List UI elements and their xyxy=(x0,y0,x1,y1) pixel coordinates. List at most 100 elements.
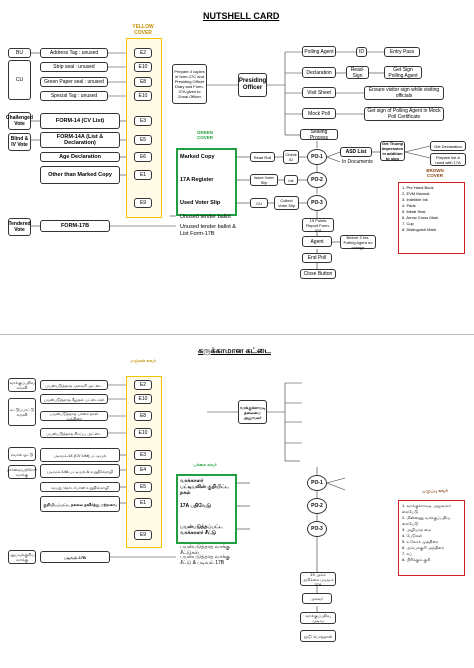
close-button-box: Close Button xyxy=(300,269,336,279)
code-e3: E3 xyxy=(134,116,152,126)
form-37a-report-ta: 19 அம்ச அறிக்கை படிவம் 37A xyxy=(300,572,336,587)
marked-copy-ta: வாக்காளர் பட்டியலின் குறியிட்ட நகல் xyxy=(180,478,230,496)
used-voter-slip-ta: பயன்படுத்தப்பட்ட வாக்காளர் சீட்டு xyxy=(180,524,223,536)
agent-box: Agent xyxy=(302,236,332,247)
po-1: PO-1 xyxy=(307,149,327,165)
list-item: 6. Arrow Cross Mark xyxy=(402,215,439,220)
list-item: 8. பிரிக்கும் குறி xyxy=(402,557,431,562)
strip-seal-unused-ta: பயன்படுத்தாத சீலுதல் பட்டைகள் xyxy=(40,394,108,404)
visit-sheet: Visit Sheet xyxy=(302,87,336,98)
unused-tender-ballot: Unused tender ballot xyxy=(180,214,231,220)
list-item: 4. பேடுகள் xyxy=(402,533,423,538)
list-item: 6. அம்புக்குறி முத்திரை xyxy=(402,545,444,550)
list-item: 3. Indelible Ink xyxy=(402,197,428,202)
green-paper-seal-unused: Green Paper seal : unused xyxy=(40,77,108,87)
form-14-ta: படிவம்-14 (CV List) பட்டியல் xyxy=(40,448,120,462)
section-divider xyxy=(0,334,474,335)
age-declaration: Age Declaration xyxy=(40,152,120,162)
close-button-box-ta: மூடு பொத்தான் xyxy=(300,630,336,642)
code-e9-ta: E9 xyxy=(134,530,152,540)
list-item: 1. வாக்குச்சாவடி அலுவலர் கையேடு xyxy=(402,503,451,514)
list-item: 7. கப் xyxy=(402,551,412,556)
bu-label: BU xyxy=(8,48,31,58)
unused-tender-ballot-list-ta: பயன்படுத்தாத வாக்கு சீட்டு & படிவம் 17B xyxy=(180,554,230,566)
agent-box-ta: முகவர் xyxy=(302,593,332,604)
code-e10-a: E10 xyxy=(134,62,152,72)
po-1-ta: PO-1 xyxy=(307,475,327,491)
list-item: 8. Distinguish Mark xyxy=(402,227,437,232)
ink-box: Ink xyxy=(284,175,298,185)
code-e2: E2 xyxy=(134,48,152,58)
nutshell-card-title: NUTSHELL CARD xyxy=(203,11,280,21)
read-roll: Read Roll xyxy=(250,152,275,162)
unused-tender-ballot-list: Unused tender ballot & List Form-17B xyxy=(180,224,236,237)
thump-impression: Get Thump Impression in addition to sign xyxy=(380,141,405,161)
cu-label-ta: கட்டுப்பாட்டு கருவி xyxy=(8,398,36,426)
form-14a-list: FORM-14A (List & Declaration) xyxy=(40,132,120,148)
code-e4-ta: E4 xyxy=(134,465,152,475)
yellow-cover-column-ta xyxy=(126,376,162,548)
code-e1-ta: E1 xyxy=(134,498,152,508)
read-sign: Read-Sign xyxy=(346,66,369,79)
challenged-vote-label-ta: சவால் ஓட்டு xyxy=(8,447,36,461)
brown-cover-list-ta: 1. வாக்குச்சாவடி அலுவலர் கையேடு 2. மின்ன… xyxy=(398,500,465,576)
list-item: 1. Pre Hand Book xyxy=(402,185,434,190)
prepare-list-17a: Prepare list & hand with 17A xyxy=(430,153,466,166)
po-2: PO-2 xyxy=(307,172,327,188)
po-2-ta: PO-2 xyxy=(307,498,327,514)
list-item: 2. EVM Manual xyxy=(402,191,430,196)
green-cover-label-ta: பச்சை கவர் xyxy=(193,462,217,467)
mock-poll-certificate: Get sign of Polling Agent in Mock Poll C… xyxy=(364,107,444,121)
code-e5-ta: E5 xyxy=(134,482,152,492)
form-17b-ta: படிவம்-17B xyxy=(40,551,110,563)
prepare-copies-note: Prepare 4 copies of form-17C and Presidi… xyxy=(172,64,207,104)
form-14-cv-list: FORM-14 (CV List) xyxy=(40,113,120,129)
marked-copy: Marked Copy xyxy=(180,154,215,160)
green-cover-box xyxy=(176,148,237,216)
green-cover-box-ta xyxy=(176,474,237,544)
yellow-cover-label-ta: மஞ்சள் கவர் xyxy=(130,358,156,363)
list-item: 5. உலோக முத்திரை xyxy=(402,539,439,544)
code-e6: E6 xyxy=(134,152,152,162)
17a-register: 17A Register xyxy=(180,177,214,183)
challenged-vote-label: Challenged Vote xyxy=(6,112,33,130)
po-3-ta: PO-3 xyxy=(307,521,327,537)
code-e2-ta: E2 xyxy=(134,380,152,390)
mock-poll: Mock Poll xyxy=(302,108,336,119)
green-paper-seal-unused-ta: பயன்படுத்தாத பச்சை தாள் முத்திரை xyxy=(40,411,108,421)
yellow-cover-label: YELLOW COVER xyxy=(132,24,154,36)
code-e5: E5 xyxy=(134,135,152,145)
other-than-marked-copy: Other than Marked Copy xyxy=(40,166,120,184)
list-item: 4. Pads xyxy=(402,203,416,208)
list-item: 3. அழியாத மை xyxy=(402,527,432,532)
collect-voter-slip: Collect Voter Slip xyxy=(274,196,299,210)
asd-list: ASD List xyxy=(340,147,372,157)
agent-no-change: Before 3 hrs. Polling Agent no change xyxy=(340,235,376,250)
code-e9: E9 xyxy=(134,198,152,208)
list-item: 5. Metal Seal xyxy=(402,209,426,214)
end-poll-ta: வாக்குப்பதிவு முடிவு xyxy=(300,612,336,624)
entry-pass: Entry Pass xyxy=(384,47,420,57)
form-14a-ta: படிவம்-14A பட்டியல் & உறுதிமொழி xyxy=(40,464,120,478)
code-e3-ta: E3 xyxy=(134,450,152,460)
tendered-vote-label-ta: ஆய்வுக்குறிய வாக்கு xyxy=(8,550,36,564)
issue-voter-slip: Issue Voter Slip xyxy=(250,174,278,186)
blind-vote-label-ta: பார்வையற்றோர் வாக்கு xyxy=(6,465,38,479)
code-e1: E1 xyxy=(134,170,152,180)
form-37a-report: 19 Points Report Form-37A xyxy=(302,218,334,233)
polling-agent: Polling Agent xyxy=(302,46,336,57)
other-than-marked-copy-ta: குறியிடப்பட்ட நகலை தவிர்த்து மற்றவை xyxy=(40,496,120,512)
code-e10-b: E10 xyxy=(134,91,152,101)
unused-tender-ballot-ta: பயன்படுத்தாத வாக்கு சீட்டுகள் xyxy=(180,544,230,556)
green-cover-label: GREEN COVER xyxy=(196,130,213,140)
address-tag-unused: Address Tag : unused xyxy=(40,48,108,58)
declaration: Declaration xyxy=(302,67,336,78)
code-e8: E8 xyxy=(134,77,152,87)
list-item: 2. மின்னணு வாக்குப்பதிவு கையேடு xyxy=(402,515,450,526)
in-documents: In Documents xyxy=(342,159,373,165)
17a-register-ta: 17A பதிவேடு xyxy=(180,503,211,509)
check-id: Check ID xyxy=(283,150,299,164)
ensure-visitor-sign: Ensure visitor sign while visiting offic… xyxy=(364,86,444,100)
address-tag-unused-ta: பயன்படுத்தாத முகவரி அட்டை xyxy=(40,380,108,390)
